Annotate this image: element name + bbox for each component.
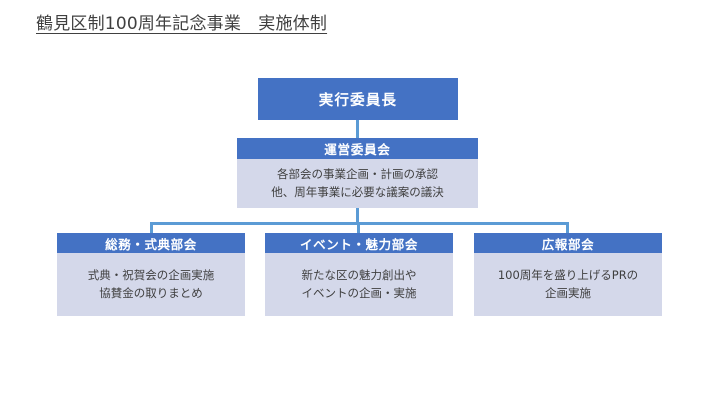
org-node-steering-committee[interactable]: 運営委員会 各部会の事業企画・計画の承認 他、周年事業に必要な議案の議決 <box>237 138 478 208</box>
org-node-public-relations-body-line: 企画実施 <box>545 285 591 300</box>
org-node-chair[interactable]: 実行委員長 <box>258 78 458 120</box>
org-node-public-relations-body: 100周年を盛り上げるPRの 企画実施 <box>474 253 662 316</box>
org-node-general-affairs[interactable]: 総務・式典部会 式典・祝賀会の企画実施 協賛金の取りまとめ <box>57 233 245 316</box>
org-node-steering-body: 各部会の事業企画・計画の承認 他、周年事業に必要な議案の議決 <box>237 159 478 208</box>
org-node-steering-header: 運営委員会 <box>237 138 478 159</box>
connector-chair-to-steering <box>356 120 359 138</box>
org-node-general-affairs-body-line: 式典・祝賀会の企画実施 <box>87 267 215 282</box>
connector-drop-to-subcommittee-3 <box>566 222 569 233</box>
org-node-steering-body-line: 各部会の事業企画・計画の承認 <box>277 166 438 181</box>
org-node-event-attraction-body: 新たな区の魅力創出や イベントの企画・実施 <box>265 253 453 316</box>
org-node-public-relations[interactable]: 広報部会 100周年を盛り上げるPRの 企画実施 <box>474 233 662 316</box>
connector-drop-to-subcommittee-1 <box>150 222 153 233</box>
org-node-general-affairs-header: 総務・式典部会 <box>57 233 245 253</box>
org-node-chair-header: 実行委員長 <box>258 78 458 120</box>
connector-drop-to-subcommittee-2 <box>357 222 360 233</box>
org-node-general-affairs-body: 式典・祝賀会の企画実施 協賛金の取りまとめ <box>57 253 245 316</box>
org-node-event-attraction-body-line: イベントの企画・実施 <box>301 285 417 300</box>
org-node-public-relations-body-line: 100周年を盛り上げるPRの <box>497 267 639 282</box>
org-node-event-attraction-body-line: 新たな区の魅力創出や <box>301 267 417 282</box>
connector-steering-to-bus <box>356 208 359 225</box>
org-node-steering-body-line: 他、周年事業に必要な議案の議決 <box>271 184 444 199</box>
org-node-event-attraction[interactable]: イベント・魅力部会 新たな区の魅力創出や イベントの企画・実施 <box>265 233 453 316</box>
org-node-event-attraction-header: イベント・魅力部会 <box>265 233 453 253</box>
org-node-general-affairs-body-line: 協賛金の取りまとめ <box>99 285 203 300</box>
page-title: 鶴見区制100周年記念事業 実施体制 <box>36 14 328 34</box>
org-node-public-relations-header: 広報部会 <box>474 233 662 253</box>
